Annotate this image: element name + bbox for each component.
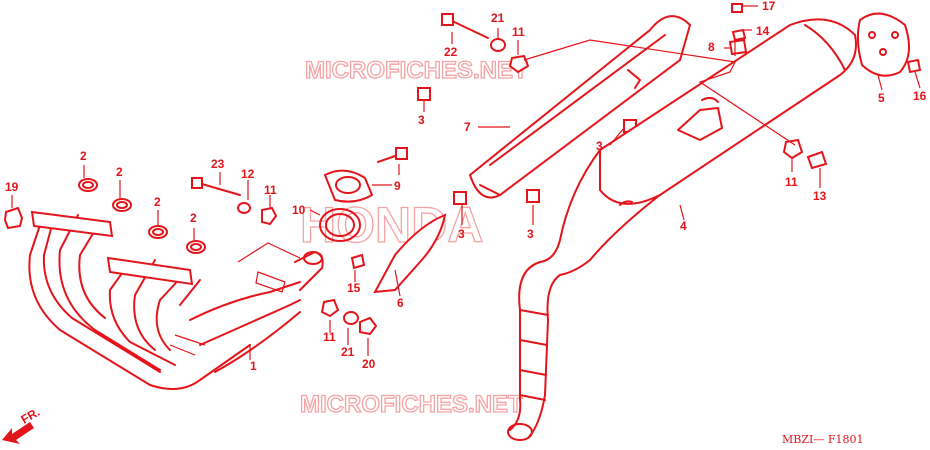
diagram-code: MBZI— F1801	[782, 433, 863, 446]
muffler-cover	[468, 15, 692, 199]
part-19-nut	[3, 206, 24, 230]
callout-23: 23	[211, 157, 225, 171]
bolt-23-group	[191, 177, 278, 226]
small-fasteners	[320, 253, 378, 336]
heat-protector	[373, 213, 447, 294]
callout-15: 15	[347, 281, 361, 295]
exhaust-header-pipes	[28, 210, 324, 390]
callout-3b: 3	[596, 139, 603, 153]
callout-1: 1	[250, 359, 257, 373]
watermark-top: MICROFICHES.NET	[305, 57, 528, 84]
callout-5: 5	[878, 91, 885, 105]
callout-2d: 2	[190, 211, 197, 225]
callout-8: 8	[708, 40, 715, 54]
leader-lines	[11, 5, 921, 360]
callout-2c: 2	[154, 195, 161, 209]
callout-11a: 11	[264, 183, 277, 197]
callout-9: 9	[394, 179, 401, 193]
callout-11c: 11	[512, 25, 525, 39]
callout-11d: 11	[785, 175, 798, 189]
front-arrow: FR.	[2, 405, 42, 444]
callout-7: 7	[464, 120, 471, 134]
front-arrow-label: FR.	[19, 405, 43, 427]
top-fasteners	[441, 3, 748, 74]
callout-20: 20	[362, 357, 376, 371]
callout-22: 22	[444, 45, 458, 59]
callout-6: 6	[397, 296, 404, 310]
callout-14: 14	[756, 24, 770, 38]
muffler	[507, 18, 857, 441]
callout-17: 17	[762, 0, 776, 13]
watermark-honda: HONDA	[300, 197, 483, 253]
callout-2a: 2	[80, 149, 87, 163]
callout-3a: 3	[418, 113, 425, 127]
callout-13: 13	[813, 189, 827, 203]
watermark-bottom: MICROFICHES.NET	[300, 391, 523, 418]
gaskets	[78, 178, 206, 254]
callout-10: 10	[292, 203, 306, 217]
callout-19: 19	[5, 180, 19, 194]
callout-labels: 1 2 2 2 2 3 3 3 3 3 4 5 6 7 8 9 10 11 11…	[5, 0, 927, 373]
right-fasteners	[782, 58, 922, 170]
clamp-and-gasket	[319, 169, 373, 242]
callout-2b: 2	[116, 165, 123, 179]
callout-12: 12	[241, 167, 255, 181]
callout-21a: 21	[341, 345, 355, 359]
callout-4: 4	[680, 219, 687, 233]
end-cap	[856, 12, 910, 77]
callout-16: 16	[913, 89, 927, 103]
bolt-18	[377, 147, 408, 163]
callout-11b: 11	[323, 330, 336, 344]
callout-3d: 3	[527, 227, 534, 241]
callout-21b: 21	[491, 11, 505, 25]
callout-3c: 3	[458, 227, 465, 241]
